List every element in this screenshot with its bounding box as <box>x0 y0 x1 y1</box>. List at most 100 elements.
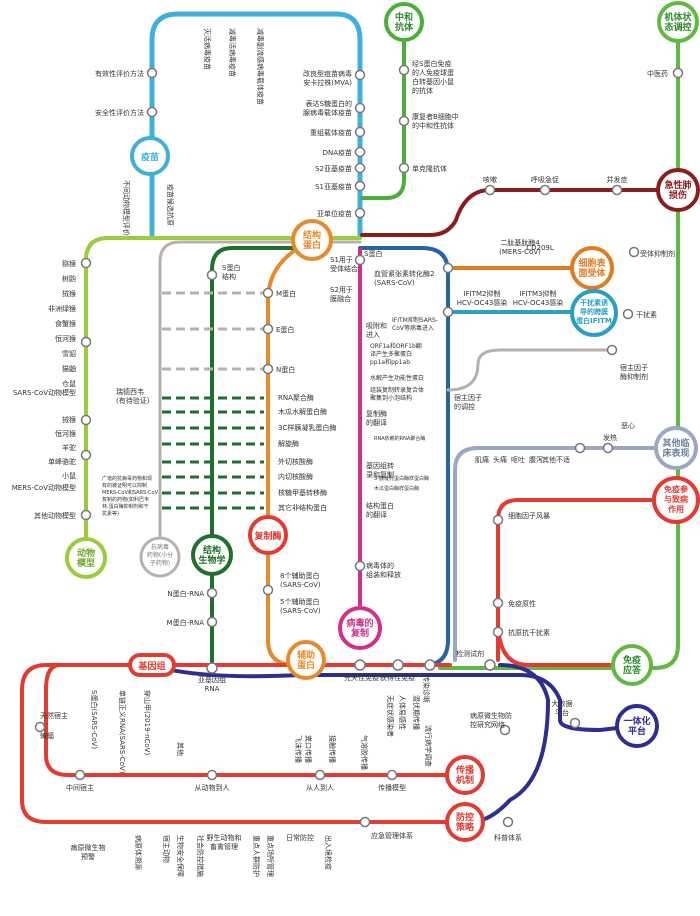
svg-text:重组载体疫苗: 重组载体疫苗 <box>310 128 352 137</box>
hub-animal-model[interactable]: 动物模型 <box>65 537 107 579</box>
station <box>146 67 158 79</box>
svg-text:其他: 其他 <box>176 742 185 756</box>
route-lines <box>20 11 680 824</box>
svg-text:检测试剂: 检测试剂 <box>456 649 484 658</box>
station <box>354 180 366 192</box>
svg-text:结构蛋白: 结构蛋白 <box>303 229 321 251</box>
station <box>80 336 92 348</box>
station <box>386 769 398 781</box>
drug-line <box>158 240 362 562</box>
svg-text:表达S糖蛋白的腺病毒载体疫苗: 表达S糖蛋白的腺病毒载体疫苗 <box>303 99 352 117</box>
station <box>499 724 511 736</box>
hub-cell-receptor[interactable]: 细胞表面受体 <box>570 246 614 290</box>
hub-replication-enzyme[interactable]: 复制酶 <box>248 515 288 555</box>
svg-text:大数据平台: 大数据平台 <box>552 699 573 717</box>
stations <box>34 64 684 828</box>
station <box>672 67 684 79</box>
svg-text:抗原抗干扰素: 抗原抗干扰素 <box>508 628 550 637</box>
svg-text:天然宿主: 天然宿主 <box>40 711 68 720</box>
hub-vaccine[interactable]: 疫苗 <box>130 136 170 176</box>
svg-text:改良型痘苗病毒安卡拉株(MVA): 改良型痘苗病毒安卡拉株(MVA) <box>303 69 352 87</box>
hub-structural-protein[interactable]: 结构蛋白 <box>291 219 333 261</box>
svg-text:无症状感染者: 无症状感染者 <box>386 695 395 737</box>
svg-text:水解产生功能性蛋白: 水解产生功能性蛋白 <box>370 374 424 382</box>
svg-text:内切核酸酶: 内切核酸酶 <box>278 472 313 481</box>
station <box>262 363 274 375</box>
svg-text:急性肺损伤: 急性肺损伤 <box>664 179 691 201</box>
vaccine-line <box>149 11 363 238</box>
svg-text:恒河猴: 恒河猴 <box>55 429 76 438</box>
hub-prevention[interactable]: 防控策略 <box>445 802 485 842</box>
svg-text:传播模型: 传播模型 <box>378 783 406 792</box>
svg-text:结构蛋白的翻译: 结构蛋白的翻译 <box>366 501 394 519</box>
hub-other-clinical[interactable]: 其他临床表现 <box>654 426 698 470</box>
svg-text:重点场所管理: 重点场所管理 <box>266 835 275 877</box>
station <box>262 584 274 596</box>
station <box>74 769 86 781</box>
svg-text:减毒活病毒疫苗: 减毒活病毒疫苗 <box>228 28 237 77</box>
svg-text:RNA依赖的RNA聚合酶: RNA依赖的RNA聚合酶 <box>374 435 425 442</box>
svg-text:木瓜水解蛋白酶: 木瓜水解蛋白酶 <box>278 407 327 416</box>
svg-text:防控策略: 防控策略 <box>455 811 475 833</box>
station <box>354 162 366 174</box>
station <box>206 269 218 281</box>
station <box>574 442 586 454</box>
svg-text:羊驼: 羊驼 <box>62 443 76 452</box>
station <box>146 106 158 118</box>
hub-integrated-platform[interactable]: 一体化平台 <box>615 704 659 748</box>
station <box>354 659 366 671</box>
svg-text:其它非结构蛋白: 其它非结构蛋白 <box>278 503 327 512</box>
svg-text:科普体系: 科普体系 <box>494 833 522 842</box>
hub-antiviral-drug[interactable]: 抗病毒药物(小分子药物) <box>139 536 181 578</box>
svg-text:免疫原性: 免疫原性 <box>508 599 536 608</box>
hub-genome[interactable]: 基因组 <box>128 653 176 677</box>
hub-structural-biology[interactable]: 结构生物学 <box>191 534 233 576</box>
hub-virus-replication[interactable]: 病毒的复制 <box>338 606 382 650</box>
svg-text:免疫参与致病作用: 免疫参与致病作用 <box>664 484 689 514</box>
hub-antiviral-protein[interactable]: 干扰素诱导的跨膜蛋白IFITM <box>570 289 618 337</box>
hub-immune-damage[interactable]: 免疫参与致病作用 <box>652 476 700 524</box>
svg-text:SARS-CoV动物模型: SARS-CoV动物模型 <box>13 388 76 397</box>
labels: 有效性评价方法 安全性评价方法 改良型痘苗病毒安卡拉株(MVA) 表达S糖蛋白的… <box>12 59 675 861</box>
svg-text:单克隆抗体: 单克隆抗体 <box>412 164 447 173</box>
station <box>262 287 274 299</box>
svg-text:树鼩: 树鼩 <box>62 274 76 283</box>
svg-text:病原体溯源: 病原体溯源 <box>134 835 143 870</box>
svg-text:减毒副流感病毒载体疫苗: 减毒副流感病毒载体疫苗 <box>256 28 265 105</box>
hub-transmission[interactable]: 传播机制 <box>445 755 485 795</box>
svg-text:瑞德西韦(有待验证): 瑞德西韦(有待验证) <box>116 387 150 405</box>
hub-auxiliary-protein[interactable]: 辅助蛋白 <box>286 640 326 680</box>
svg-text:3C样胰凝乳蛋白酶: 3C样胰凝乳蛋白酶 <box>278 423 336 432</box>
svg-text:其他临床表现: 其他临床表现 <box>662 437 689 459</box>
station <box>502 816 514 828</box>
svg-text:基因组: 基因组 <box>137 660 165 672</box>
svg-text:解旋酶: 解旋酶 <box>278 439 299 448</box>
svg-text:干扰素诱导的跨膜蛋白IFITM: 干扰素诱导的跨膜蛋白IFITM <box>576 298 612 325</box>
svg-text:猕猴: 猕猴 <box>62 259 76 268</box>
hub-immune-response[interactable]: 免疫应答 <box>611 644 653 686</box>
svg-text:疫苗候选抗原: 疫苗候选抗原 <box>166 184 175 226</box>
hub-acute-lung-injury[interactable]: 急性肺损伤 <box>656 168 700 212</box>
svg-text:狨猴: 狨猴 <box>62 289 76 298</box>
station <box>424 659 436 671</box>
svg-text:中医药: 中医药 <box>647 69 668 78</box>
hub-mechanism[interactable]: 机体状态调控 <box>657 1 699 43</box>
svg-text:并发症: 并发症 <box>607 175 628 184</box>
svg-text:血管紧张素转化酶2(SARS-CoV): 血管紧张素转化酶2(SARS-CoV) <box>374 269 434 287</box>
station <box>442 262 454 274</box>
station <box>442 306 454 318</box>
svg-text:飞沫传播: 飞沫传播 <box>294 735 303 763</box>
svg-text:野生动物和畜禽管理: 野生动物和畜禽管理 <box>207 833 242 851</box>
hub-neutralizing-antibody[interactable]: 中和抗体 <box>384 2 424 42</box>
svg-text:接触传播: 接触传播 <box>328 735 337 763</box>
svg-text:病原微生物防控研究网络: 病原微生物防控研究网络 <box>470 711 512 729</box>
station <box>354 69 366 81</box>
svg-text:单链正义RNA(SARS-CoV): 单链正义RNA(SARS-CoV) <box>118 690 127 774</box>
svg-text:宿主因子的调控: 宿主因子的调控 <box>454 393 482 411</box>
svg-text:二肽基肽酶4(MERS-CoV): 二肽基肽酶4(MERS-CoV) <box>499 238 541 256</box>
